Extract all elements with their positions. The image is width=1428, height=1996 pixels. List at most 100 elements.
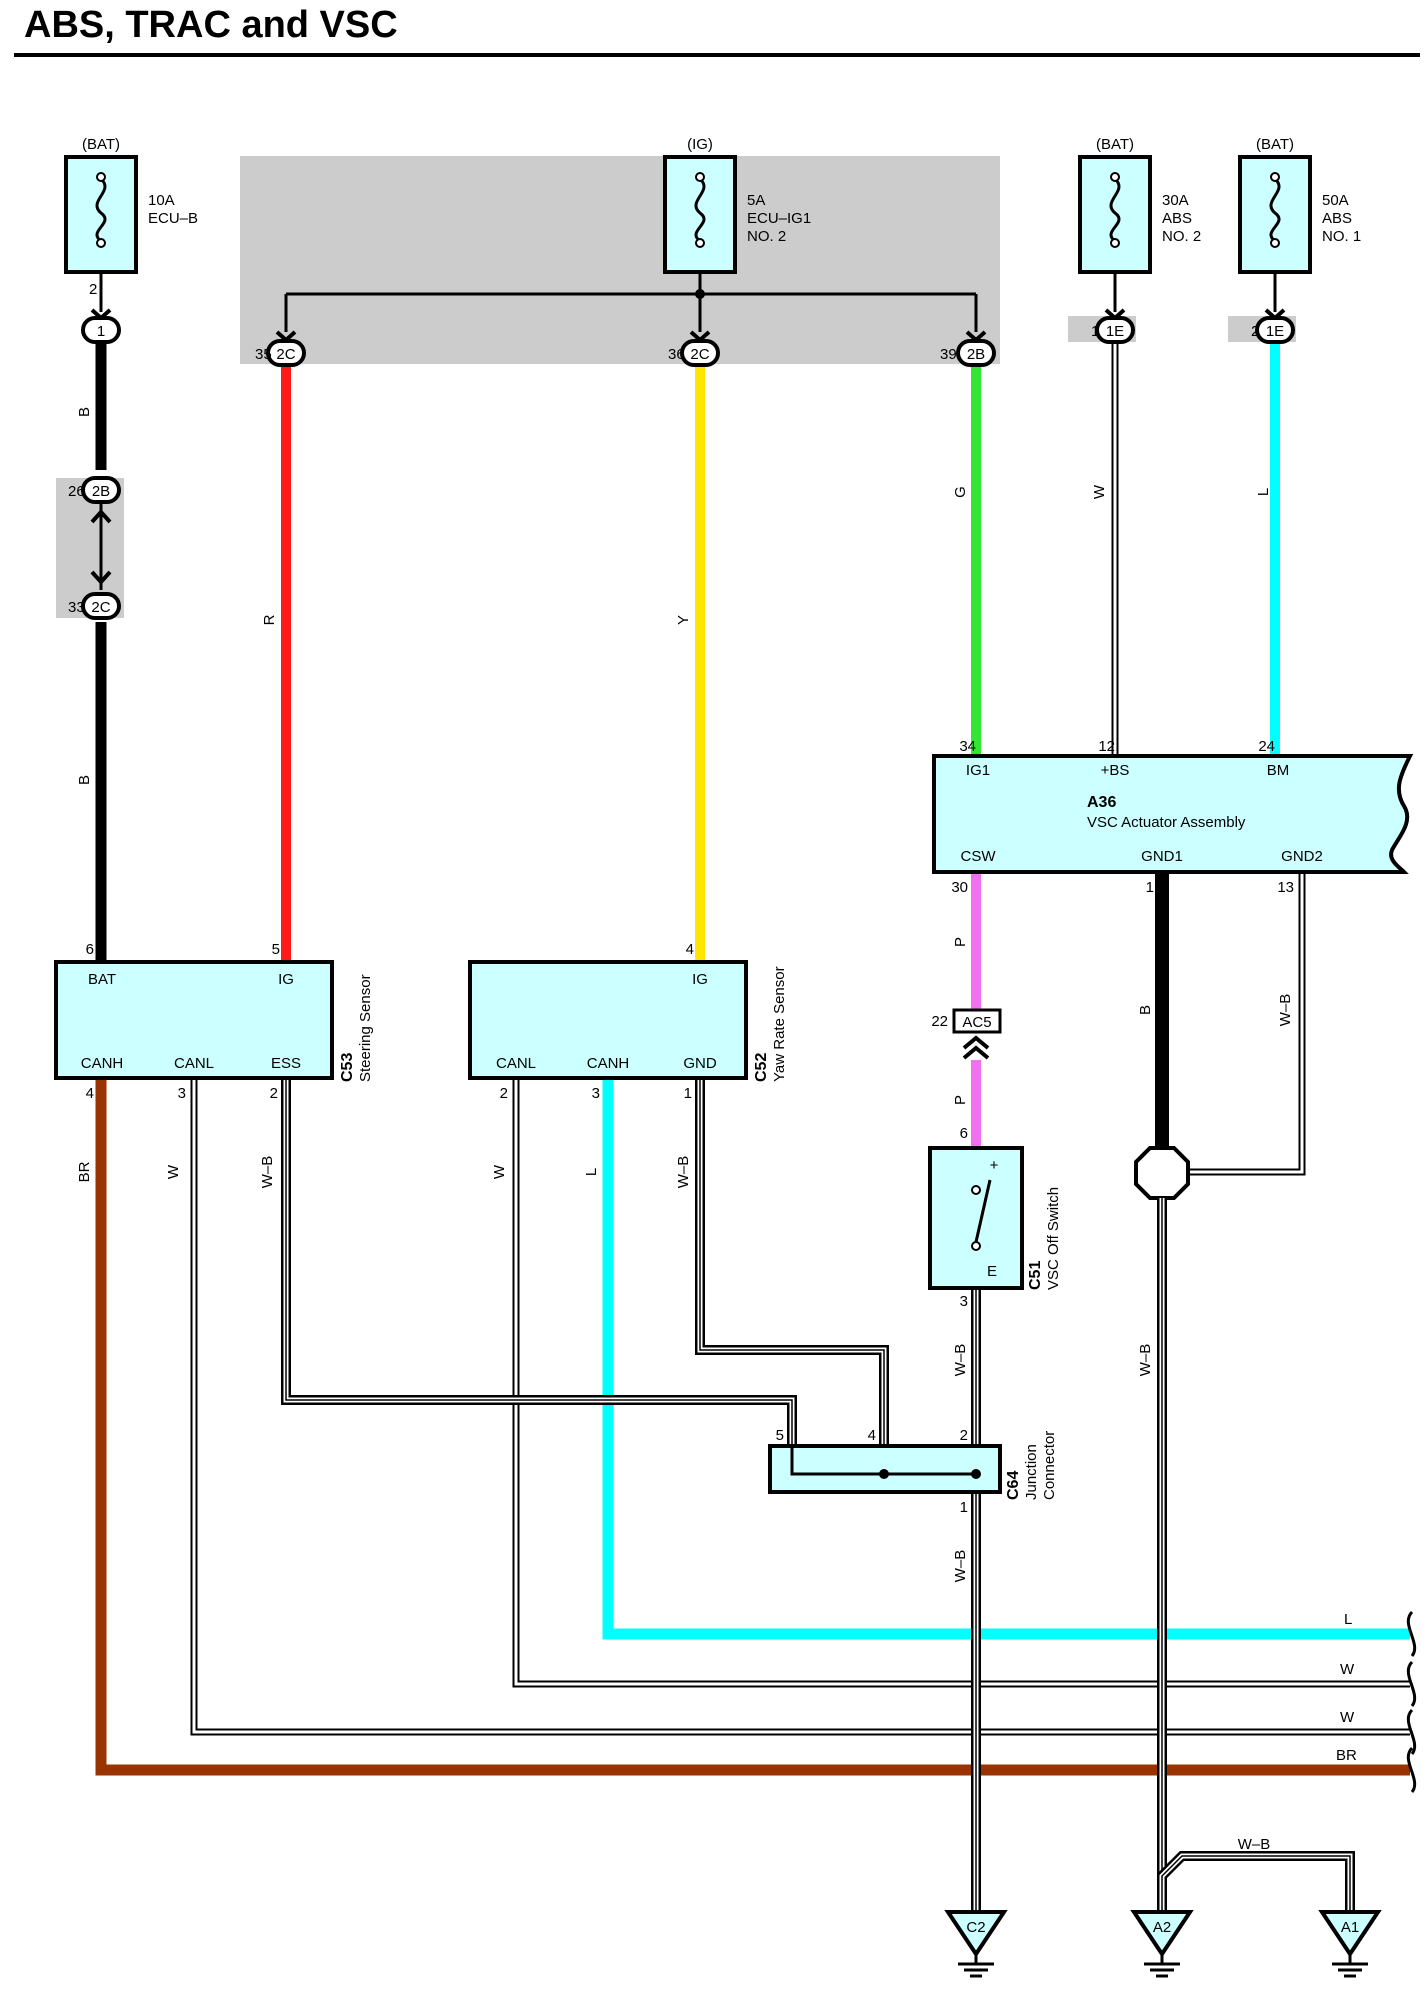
fuse-ecu-ig1-element (694, 177, 706, 243)
vsc-switch-box (928, 1146, 1024, 1290)
fuse-ecu-ig1-name2: NO. 2 (747, 228, 786, 245)
steering-name: Steering Sensor (357, 974, 374, 1082)
wire-code-8: B (1137, 1005, 1154, 1015)
pin-12: 12 (1098, 738, 1115, 755)
wire-code-15: L (583, 1168, 600, 1176)
pin-6: 6 (86, 941, 94, 958)
pin-label-bat: BAT (88, 971, 116, 988)
pin-6-switch: 6 (960, 1125, 968, 1142)
wire-code-5: W (1091, 484, 1108, 499)
wire-code-21: W (1340, 1661, 1355, 1678)
pin-5-junction: 5 (776, 1427, 784, 1444)
conn-2c-35-shell (266, 339, 306, 367)
switch-code: C51 (1027, 1261, 1044, 1290)
wire-w-canl-steer (192, 1080, 1410, 1734)
pin-label-gnd1: GND1 (1141, 848, 1183, 865)
steering-code: C53 (339, 1053, 356, 1082)
pin-number-7: 2 (1251, 323, 1259, 340)
pin-30: 30 (951, 879, 968, 896)
ground-a1-triangle (1318, 1910, 1382, 1958)
pin-number-6: 1 (1091, 323, 1099, 340)
yaw-sensor-box (468, 960, 748, 1080)
steering-sensor-box (54, 960, 334, 1080)
yaw-name: Yaw Rate Sensor (771, 966, 788, 1082)
fuse-abs-no2-terminal-top (1110, 172, 1120, 182)
ground-c2-label: C2 (966, 1919, 985, 1936)
ac5-chevron-2 (962, 1045, 990, 1060)
fuse-abs-no2-terminal-bottom (1110, 238, 1120, 248)
pin-2-canl-yaw: 2 (500, 1085, 508, 1102)
fuse-abs-no2-name: ABS (1162, 210, 1192, 227)
conn-ac5-box (952, 1008, 1002, 1034)
ground-a2-triangle (1130, 1910, 1194, 1958)
ground-a2-label: A2 (1153, 1919, 1171, 1936)
fuse-ecu-b-element (95, 177, 107, 243)
pin-3-switch: 3 (960, 1293, 968, 1310)
vsc-actuator-box (932, 754, 1414, 874)
pin-number-4: 36 (668, 346, 685, 363)
junction-code: C64 (1005, 1471, 1022, 1500)
break-mark-1 (1406, 1660, 1417, 1707)
fuse-abs-no1-name2: NO. 1 (1322, 228, 1361, 245)
junction-connector-box (768, 1444, 1002, 1494)
pin-22: 22 (931, 1013, 948, 1030)
switch-pin-plus: + (990, 1157, 999, 1174)
fuse-abs-no2-source: (BAT) (1096, 136, 1134, 153)
fuse-abs-no2-element (1109, 177, 1121, 243)
conn-2c-36-code: 2C (690, 346, 709, 363)
fuse-abs-no1-terminal-bottom (1270, 238, 1280, 248)
conn-2c-35-code: 2C (276, 346, 295, 363)
switch-name: VSC Off Switch (1045, 1187, 1062, 1290)
pin-2-ess: 2 (270, 1085, 278, 1102)
conn-2c-33-code: 2C (91, 599, 110, 616)
fuse-ecu-b-terminal-top (96, 172, 106, 182)
fuse-abs-no2-rating: 30A (1162, 192, 1189, 209)
pin-number-0: 2 (89, 281, 97, 298)
switch-contact-bottom (971, 1241, 981, 1251)
fuse-abs-no1-terminal-top (1270, 172, 1280, 182)
wire-code-19: W–B (952, 1550, 969, 1583)
wire-br-canh (95, 1080, 1410, 1776)
fuse-ecu-ig1-rating: 5A (747, 192, 765, 209)
conn-2b-26-shell (81, 476, 121, 504)
pin-1-gnd-yaw: 1 (684, 1085, 692, 1102)
pin-label-ig-yaw: IG (692, 971, 708, 988)
pin-number-5: 39 (940, 346, 957, 363)
wire-code-9: W–B (1277, 994, 1294, 1027)
pin-3-canh-yaw: 3 (592, 1085, 600, 1102)
junction-internal-bus (790, 1446, 976, 1476)
pin-2-junction: 2 (960, 1427, 968, 1444)
conn-1e-1-code: 1E (1106, 323, 1124, 340)
fuse-abs-no1-rating: 50A (1322, 192, 1349, 209)
break-mark-0 (1406, 1610, 1417, 1657)
wire-wb-ess (285, 1080, 976, 1475)
wire-code-18: W–B (1137, 1344, 1154, 1377)
wire-wb-ess-stripe (283, 1080, 976, 1477)
pin-3-canl: 3 (178, 1085, 186, 1102)
ground-splice-octagon (1134, 1146, 1190, 1200)
pin-number-3: 35 (255, 346, 272, 363)
wire-code-4: G (952, 486, 969, 498)
pin-label-bm: BM (1267, 762, 1290, 779)
ground-a1-label: A1 (1341, 1919, 1359, 1936)
junction-block-shade (240, 156, 1000, 364)
pin-4-yaw: 4 (686, 941, 694, 958)
conn-2b-39-shell (956, 339, 996, 367)
fuse-ecu-b-name: ECU–B (148, 210, 198, 227)
conn-ac5-code: AC5 (962, 1014, 991, 1031)
pin-34: 34 (959, 738, 976, 755)
wire-code-16: W–B (675, 1156, 692, 1189)
fuse-ecu-ig1-terminal-bottom (695, 238, 705, 248)
wire-code-2: R (261, 614, 278, 625)
fuse-ecu-ig1-name: ECU–IG1 (747, 210, 811, 227)
wire-wb-yaw-gnd (699, 1080, 885, 1474)
ground-c2-triangle (944, 1910, 1008, 1958)
conn-2b-26-code: 2B (92, 483, 110, 500)
pin-label-bs: +BS (1101, 762, 1130, 779)
conn-1e-2-code: 1E (1266, 323, 1284, 340)
junction-name2: Connector (1041, 1431, 1058, 1500)
switch-lever (974, 1179, 992, 1243)
wire-code-17: W–B (952, 1344, 969, 1377)
wire-wb-a1 (1161, 1855, 1351, 1910)
